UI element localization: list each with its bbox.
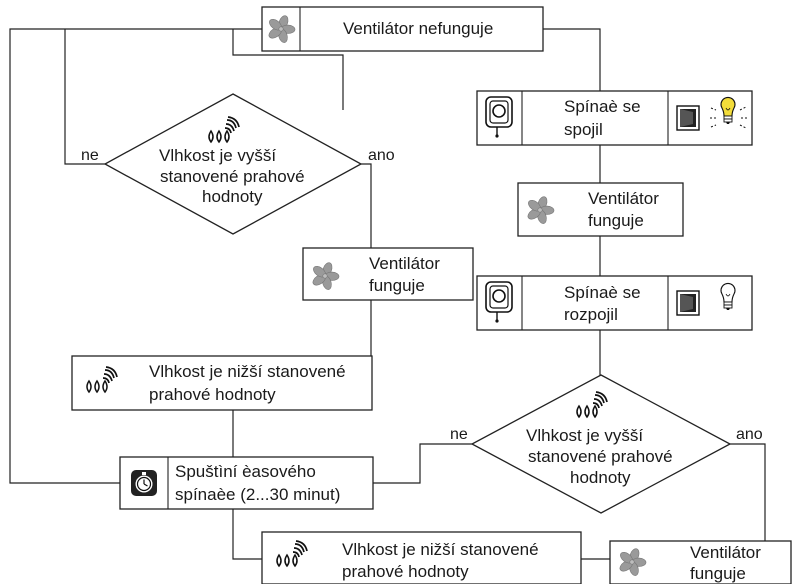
connector-timer-to-lower2 xyxy=(232,509,262,560)
connectors xyxy=(9,28,766,560)
decision1-no-label: ne xyxy=(81,147,99,164)
node-fan-working-2 xyxy=(302,247,474,301)
humidity-lower-1-line-1: Vlhkost je nižší stanovené xyxy=(149,362,346,381)
node-switch-open xyxy=(476,275,753,331)
decision1-line-3: hodnoty xyxy=(202,187,263,206)
wall-switch-icon xyxy=(676,105,700,131)
fan-working-1-line-1: Ventilátor xyxy=(588,189,659,208)
decision2-line-2: stanovené prahové xyxy=(528,447,673,466)
node-fan-working-1 xyxy=(517,182,684,237)
light-bulb-on-icon xyxy=(710,96,747,129)
humidity-lower-1-line-2: prahové hodnoty xyxy=(149,385,276,404)
humidity-lower-2-line-1: Vlhkost je nižší stanovené xyxy=(342,540,539,559)
decision-humidity-2 xyxy=(470,374,732,514)
decision-humidity-1 xyxy=(103,93,363,235)
connector-loop-left xyxy=(9,28,262,484)
node-humidity-lower-2 xyxy=(261,531,582,584)
timer-icon xyxy=(130,469,158,497)
connector-decision2-no xyxy=(373,443,472,484)
switch-closed-line-2: spojil xyxy=(564,120,603,139)
fan-not-working-label: Ventilátor nefunguje xyxy=(343,19,494,38)
decision2-yes-label: ano xyxy=(736,426,763,443)
fan-working-2-line-2: funguje xyxy=(369,276,425,295)
decision2-line-3: hodnoty xyxy=(570,468,631,487)
timer-start-line-1: Spuštìní èasového xyxy=(175,462,316,481)
node-humidity-lower-1 xyxy=(71,355,373,411)
connector-decision2-yes xyxy=(730,443,766,541)
node-fan-working-3 xyxy=(609,540,792,584)
connector-decision1-yes xyxy=(361,163,372,248)
timer-start-line-2: spínaèe (2...30 minut) xyxy=(175,485,341,504)
node-switch-closed xyxy=(476,90,753,146)
node-fan-not-working xyxy=(261,6,544,52)
connector-top-to-decision1 xyxy=(232,29,344,110)
fan-working-3-line-2: funguje xyxy=(690,564,746,583)
decision2-no-label: ne xyxy=(450,426,468,443)
wall-switch-icon xyxy=(676,290,700,316)
switch-closed-line-1: Spínaè se xyxy=(564,97,641,116)
switch-open-line-1: Spínaè se xyxy=(564,283,641,302)
decision2-line-1: Vlhkost je vyšší xyxy=(526,426,644,445)
connector-decision1-no xyxy=(64,29,105,165)
fan-working-1-line-2: funguje xyxy=(588,211,644,230)
humidity-lower-2-line-2: prahové hodnoty xyxy=(342,562,469,581)
connector-top-to-switch xyxy=(543,28,601,91)
decision1-yes-label: ano xyxy=(368,147,395,164)
switch-open-line-2: rozpojil xyxy=(564,305,618,324)
fan-working-2-line-1: Ventilátor xyxy=(369,254,440,273)
decision1-line-1: Vlhkost je vyšší xyxy=(159,146,277,165)
fan-working-3-line-1: Ventilátor xyxy=(690,543,761,562)
node-timer-start xyxy=(119,456,374,510)
decision1-line-2: stanovené prahové xyxy=(160,167,305,186)
